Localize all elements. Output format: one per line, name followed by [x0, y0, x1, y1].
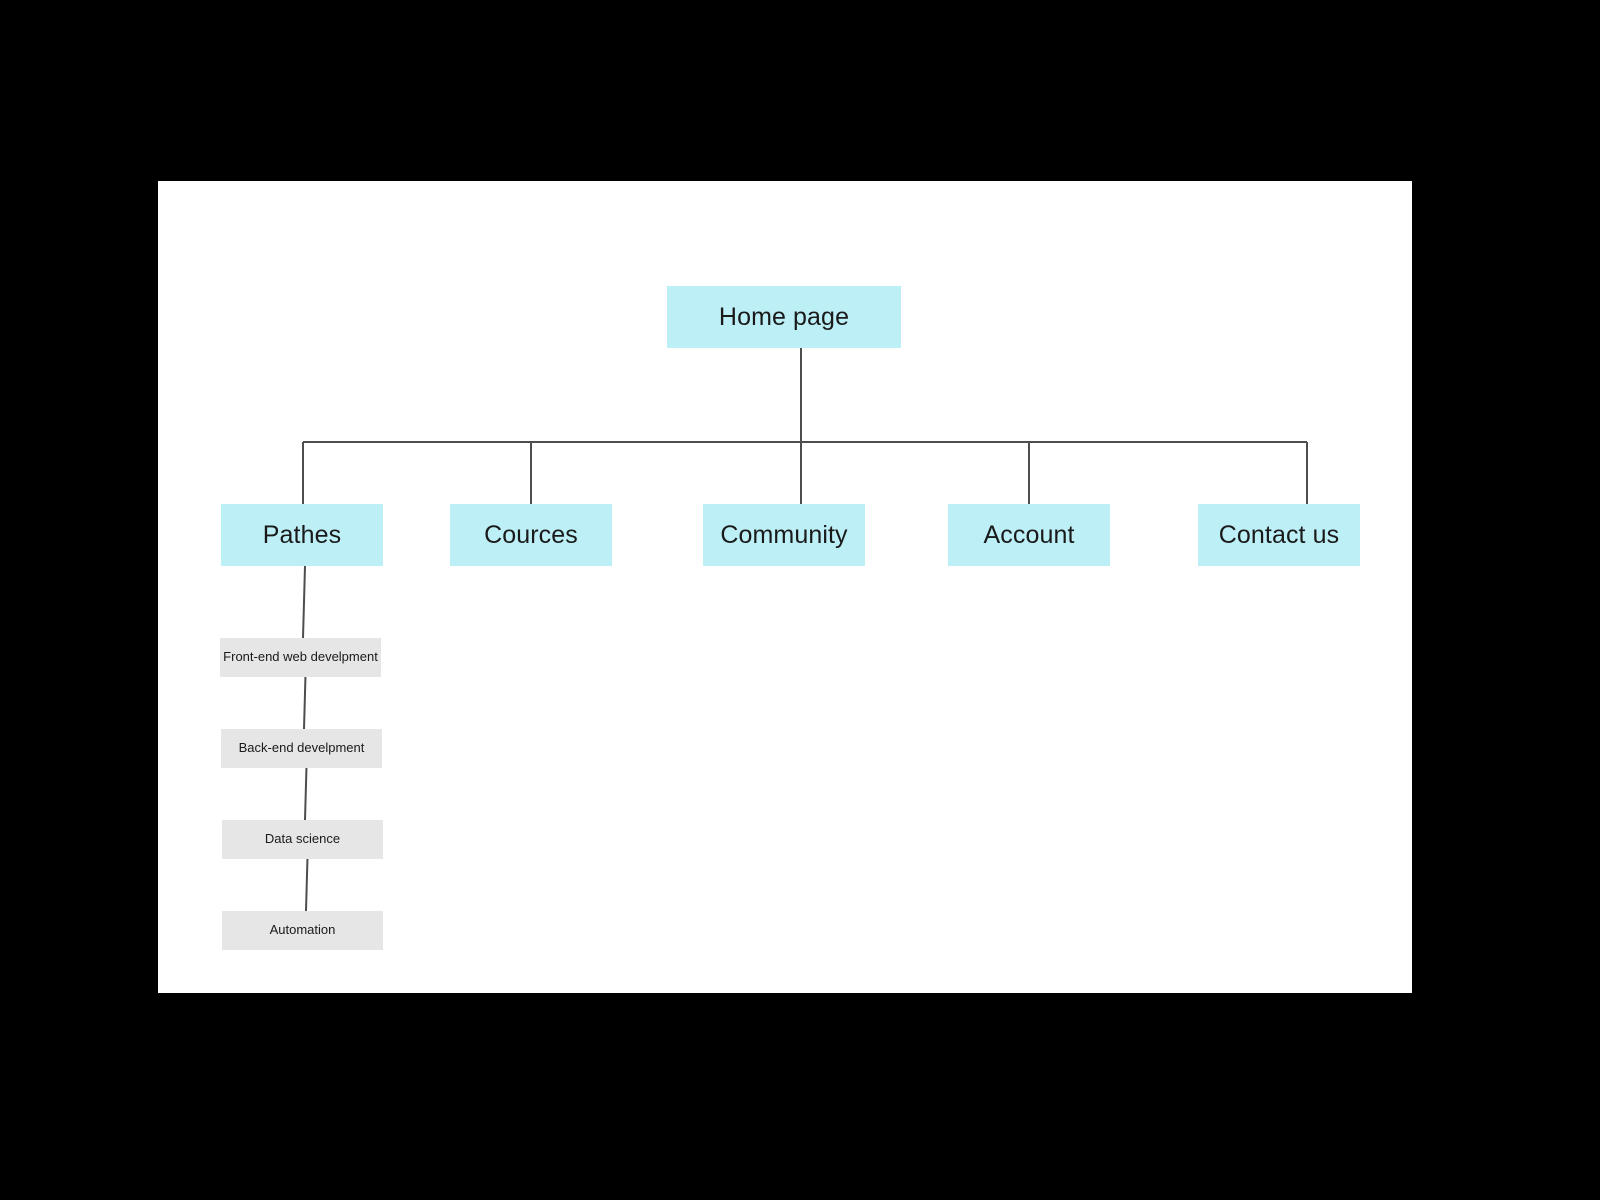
- node-front-end-web-development[interactable]: Front-end web develpment: [220, 638, 381, 677]
- node-contact-us-label: Contact us: [1218, 520, 1340, 549]
- node-home-page-label: Home page: [718, 302, 850, 331]
- sitemap-diagram: Home page Pathes Cources Community Accou…: [158, 181, 1412, 993]
- node-automation[interactable]: Automation: [222, 911, 383, 950]
- node-home-page[interactable]: Home page: [667, 286, 901, 348]
- node-back-end-development-label: Back-end develpment: [238, 740, 365, 756]
- node-community-label: Community: [720, 520, 848, 549]
- node-contact-us[interactable]: Contact us: [1198, 504, 1360, 566]
- node-account[interactable]: Account: [948, 504, 1110, 566]
- node-front-end-web-development-label: Front-end web develpment: [223, 649, 378, 665]
- diagram-canvas: Home page Pathes Cources Community Accou…: [158, 181, 1412, 993]
- node-back-end-development[interactable]: Back-end develpment: [221, 729, 382, 768]
- node-automation-label: Automation: [269, 922, 336, 938]
- node-account-label: Account: [983, 520, 1075, 549]
- node-data-science-label: Data science: [264, 831, 341, 847]
- node-pathes[interactable]: Pathes: [221, 504, 383, 566]
- node-cources[interactable]: Cources: [450, 504, 612, 566]
- node-pathes-label: Pathes: [262, 520, 342, 549]
- node-community[interactable]: Community: [703, 504, 865, 566]
- node-data-science[interactable]: Data science: [222, 820, 383, 859]
- node-cources-label: Cources: [484, 520, 578, 549]
